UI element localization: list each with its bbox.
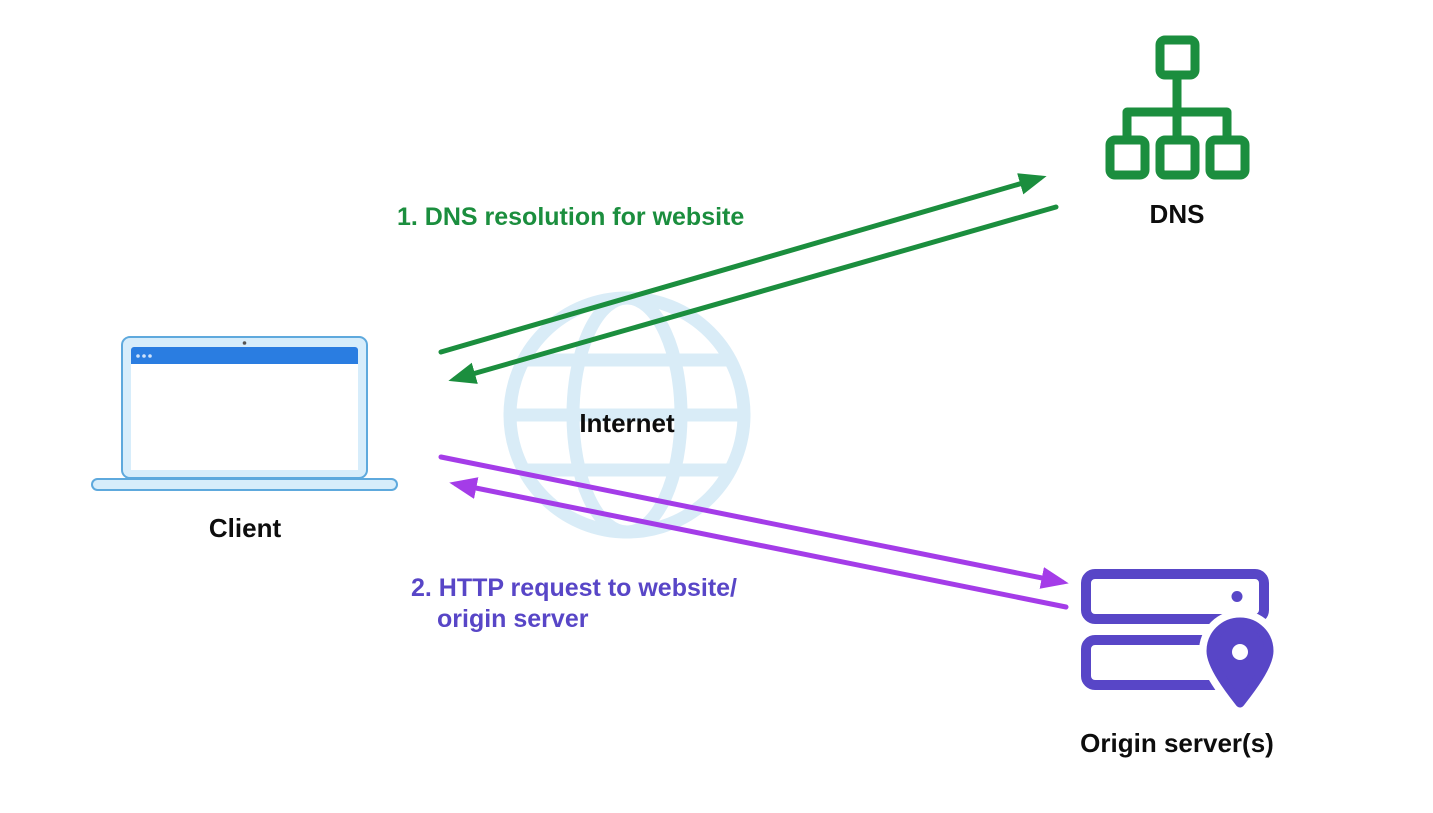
client-label: Client <box>208 513 282 543</box>
http-flow-caption-line2: origin server <box>437 605 589 633</box>
origin-server-label: Origin server(s) <box>1080 728 1274 758</box>
dns-label: DNS <box>1149 199 1205 229</box>
pin-hole <box>1232 644 1248 660</box>
dns-flow-arrows <box>438 173 1059 384</box>
dns-icon <box>1105 35 1250 180</box>
http-flow-caption-line1: 2. HTTP request to website/ <box>411 574 738 602</box>
origin-server-icon <box>1081 569 1281 715</box>
http-flow-arrows <box>438 454 1069 610</box>
laptop-camera-dot <box>242 341 247 345</box>
dns-flow-caption: 1. DNS resolution for website <box>397 203 745 231</box>
client-laptop-icon <box>91 336 398 491</box>
internet-label: Internet <box>579 408 675 438</box>
